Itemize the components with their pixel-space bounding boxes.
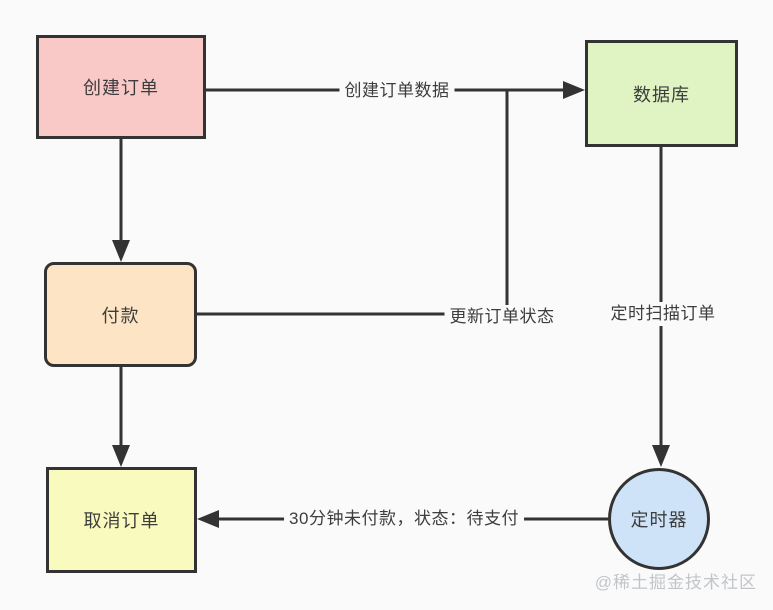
arrowhead-into-cancel-top (112, 445, 130, 467)
arrowhead-into-database (563, 81, 585, 99)
edge-label-scheduled-scan-orders: 定时扫描订单 (605, 302, 721, 326)
node-timer: 定时器 (608, 468, 710, 570)
arrowhead-into-cancel-right (197, 510, 219, 528)
arrowhead-into-timer (652, 445, 670, 467)
watermark-juejin: @稀土掘金技术社区 (594, 573, 757, 592)
edge-label-update-order-status: 更新订单状态 (444, 305, 560, 329)
node-database: 数据库 (585, 40, 738, 147)
node-payment-label: 付款 (101, 305, 140, 326)
node-payment: 付款 (44, 262, 197, 367)
node-cancel-order-label: 取消订单 (83, 511, 160, 531)
node-timer-label: 定时器 (630, 510, 688, 530)
edge-label-create-order-data: 创建订单数据 (339, 79, 455, 103)
node-database-label: 数据库 (633, 84, 690, 105)
node-cancel-order: 取消订单 (46, 467, 197, 573)
edge-label-timeout-unpaid: 30分钟未付款，状态：待支付 (284, 507, 524, 531)
node-create-order: 创建订单 (36, 35, 206, 139)
arrowhead-into-payment (112, 240, 130, 262)
node-create-order-label: 创建订单 (83, 78, 159, 98)
